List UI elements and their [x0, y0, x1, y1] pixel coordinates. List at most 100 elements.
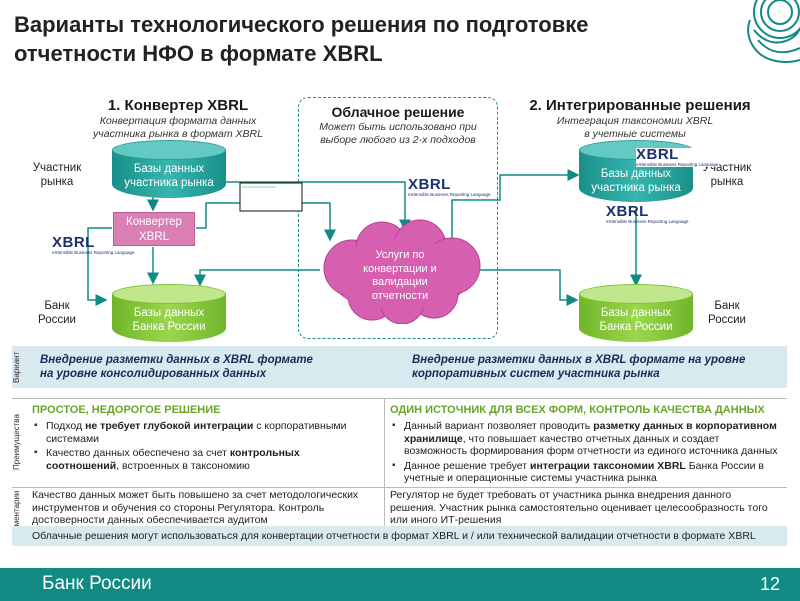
cloud-solution-frame	[298, 97, 498, 339]
participant-right-l2: рынка	[710, 176, 744, 188]
xbrl-logo-center-main: XBRL	[408, 176, 451, 193]
participant-left-l1: Участник	[32, 162, 82, 174]
col3-sub-2: в учетные системы	[584, 128, 686, 140]
arb2-post: Банка России в учетные и операционные си…	[404, 459, 764, 485]
footer-org: Банк России	[42, 573, 152, 594]
db-pl-l1: Базы данных	[133, 163, 205, 175]
footer-note-band: Облачные решения могут использоваться дл…	[12, 526, 787, 546]
cloud-l3: валидации	[372, 276, 428, 288]
xbrl-logo-left-sub: eXtensible Business Reporting Language	[52, 250, 135, 255]
xbrl-logo-rm-main: XBRL	[606, 203, 649, 220]
db-bank-left: Базы данных Банка России	[112, 284, 226, 342]
comments-divider	[384, 486, 385, 526]
alb1-bold: не требует глубокой интеграции	[85, 420, 254, 432]
footer-bar	[0, 568, 800, 601]
db-participant-left-top	[112, 140, 226, 160]
advantages-right-heading: ОДИН ИСТОЧНИК ДЛЯ ВСЕХ ФОРМ, КОНТРОЛЬ КА…	[390, 404, 765, 416]
bank-label-right: Банк России	[692, 299, 762, 327]
variant-right-l1: Внедрение разметки данных в XBRL формате…	[412, 354, 746, 366]
db-participant-left-text: Базы данных участника рынка	[112, 162, 226, 190]
col3-heading: 2. Интегрированные решения	[529, 97, 751, 114]
arb2-bold: интеграции таксономии XBRL	[530, 459, 686, 472]
xbrl-logo-left-main: XBRL	[52, 234, 95, 251]
bank-right-l1: Банк	[714, 300, 740, 312]
advantages-section	[12, 398, 787, 488]
db-participant-left: Базы данных участника рынка	[112, 140, 226, 198]
arb1-bold: разметку данных в корпоративном хранилищ…	[404, 420, 777, 445]
participant-label-left: Участник рынка	[22, 161, 92, 189]
xbrl-logo-right-top: XBRL eXtensible Business Reporting Langu…	[636, 146, 719, 167]
xbrl-logo-left: XBRL eXtensible Business Reporting Langu…	[52, 234, 135, 255]
participant-left-l2: рынка	[40, 176, 74, 188]
alb1-post: с корпоративными системами	[46, 420, 347, 445]
variant-left-l2: на уровне консолидированных данных	[40, 368, 267, 380]
alb1-pre: Подход	[46, 420, 86, 432]
variant-right-l2: корпоративных систем участника рынка	[412, 368, 660, 380]
advantages-left-bullet-2: Качество данных обеспечено за счет контр…	[32, 447, 372, 472]
bank-label-left: Банк России	[22, 299, 92, 327]
col2-heading: Облачное решение	[331, 104, 465, 120]
page-number: 12	[760, 574, 781, 594]
title-line-1: Варианты технологического решения по под…	[14, 12, 589, 37]
db-bank-right: Базы данных Банка России	[579, 284, 693, 342]
cloud-l4: отчетности	[371, 289, 429, 302]
db-bank-right-top	[579, 284, 693, 304]
page-title: Варианты технологического решения по под…	[14, 10, 614, 68]
bank-left-l2: России	[38, 314, 76, 326]
xbrl-logo-rm-sub: eXtensible Business Reporting Language	[606, 219, 689, 224]
variant-band	[12, 346, 787, 388]
cloud-l2: конвертации и	[363, 262, 437, 275]
comments-left: Качество данных может быть повышено за с…	[32, 489, 359, 526]
advantages-side-label: Преимущества	[12, 414, 21, 470]
db-pl-l2: участника рынка	[124, 177, 214, 189]
col3-sub-1: Интеграция таксономии XBRL	[556, 115, 714, 127]
bank-left-l1: Банк	[44, 300, 70, 312]
title-line-2: отчетности НФО в формате XBRL	[14, 41, 383, 66]
advantages-right-bullet-2: Данное решение требует интеграции таксон…	[390, 460, 780, 485]
col3-subtitle: Интеграция таксономии XBRL в учетные сис…	[535, 115, 735, 141]
ornament-logo	[747, 0, 800, 63]
advantages-divider	[384, 398, 385, 486]
advantages-right-list: Данный вариант позволяет проводить разме…	[390, 420, 780, 487]
advantages-right-bullet-1: Данный вариант позволяет проводить разме…	[390, 420, 780, 458]
db-br-l1: Базы данных	[600, 307, 672, 319]
bank-right-l2: России	[708, 314, 746, 326]
variant-left: Внедрение разметки данных в XBRL формате…	[40, 353, 400, 381]
alb2-bold: контрольных соотношений	[46, 447, 300, 472]
xbrl-logo-center-sub: eXtensible Business Reporting Language	[408, 192, 491, 197]
alb2-post: , встроенных в таксономию	[116, 459, 250, 472]
db-bank-left-top	[112, 284, 226, 304]
comments-right: Регулятор не будет требовать от участник…	[390, 489, 768, 526]
footer-note: Облачные решения могут использоваться дл…	[32, 530, 756, 542]
arb1-post: , что повышает качество отчетных данных …	[404, 432, 778, 458]
db-pr-l2: участника рынка	[591, 182, 681, 194]
variant-left-l1: Внедрение разметки данных в XBRL формате	[40, 354, 313, 366]
col1-heading: 1. Конвертер XBRL	[107, 97, 249, 114]
cloud-shape	[323, 219, 481, 324]
xbrl-logo-rt-main: XBRL	[636, 146, 679, 163]
arb2-pre: Данное решение требует	[404, 459, 531, 472]
db-bank-left-text: Базы данных Банка России	[112, 306, 226, 334]
advantages-left-heading: ПРОСТОЕ, НЕДОРОГОЕ РЕШЕНИЕ	[32, 404, 221, 416]
db-bank-right-text: Базы данных Банка России	[579, 306, 693, 334]
variant-right: Внедрение разметки данных в XBRL формате…	[412, 353, 782, 381]
db-br-l2: Банка России	[599, 321, 673, 333]
col1-sub-2: участника рынка в формат XBRL	[93, 128, 263, 140]
db-bl-l2: Банка России	[132, 321, 206, 333]
cloud-l1: Услуги по	[375, 249, 425, 261]
col2-sub-1: Может быть использовано при	[319, 121, 477, 133]
db-pr-l1: Базы данных	[600, 168, 672, 180]
cloud-text: Услуги по конвертации и валидации отчетн…	[332, 249, 468, 303]
xbrl-logo-right-mid: XBRL eXtensible Business Reporting Langu…	[606, 203, 689, 224]
col1-sub-1: Конвертация формата данных	[99, 115, 257, 127]
alb2-pre: Качество данных обеспечено за счет	[46, 447, 230, 459]
arb1-pre: Данный вариант позволяет проводить	[404, 420, 594, 432]
variant-side-label: Вариант	[12, 351, 21, 383]
advantages-left-list: Подход не требует глубокой интеграции с …	[32, 420, 372, 474]
converter-line-2: XBRL	[138, 231, 170, 243]
col1-subtitle: Конвертация формата данных участника рын…	[78, 115, 278, 141]
converter-line-1: Конвертер	[126, 216, 182, 228]
col2-subtitle: Может быть использовано при выборе любог…	[300, 121, 496, 147]
converter-box: Конвертер XBRL	[113, 212, 195, 246]
